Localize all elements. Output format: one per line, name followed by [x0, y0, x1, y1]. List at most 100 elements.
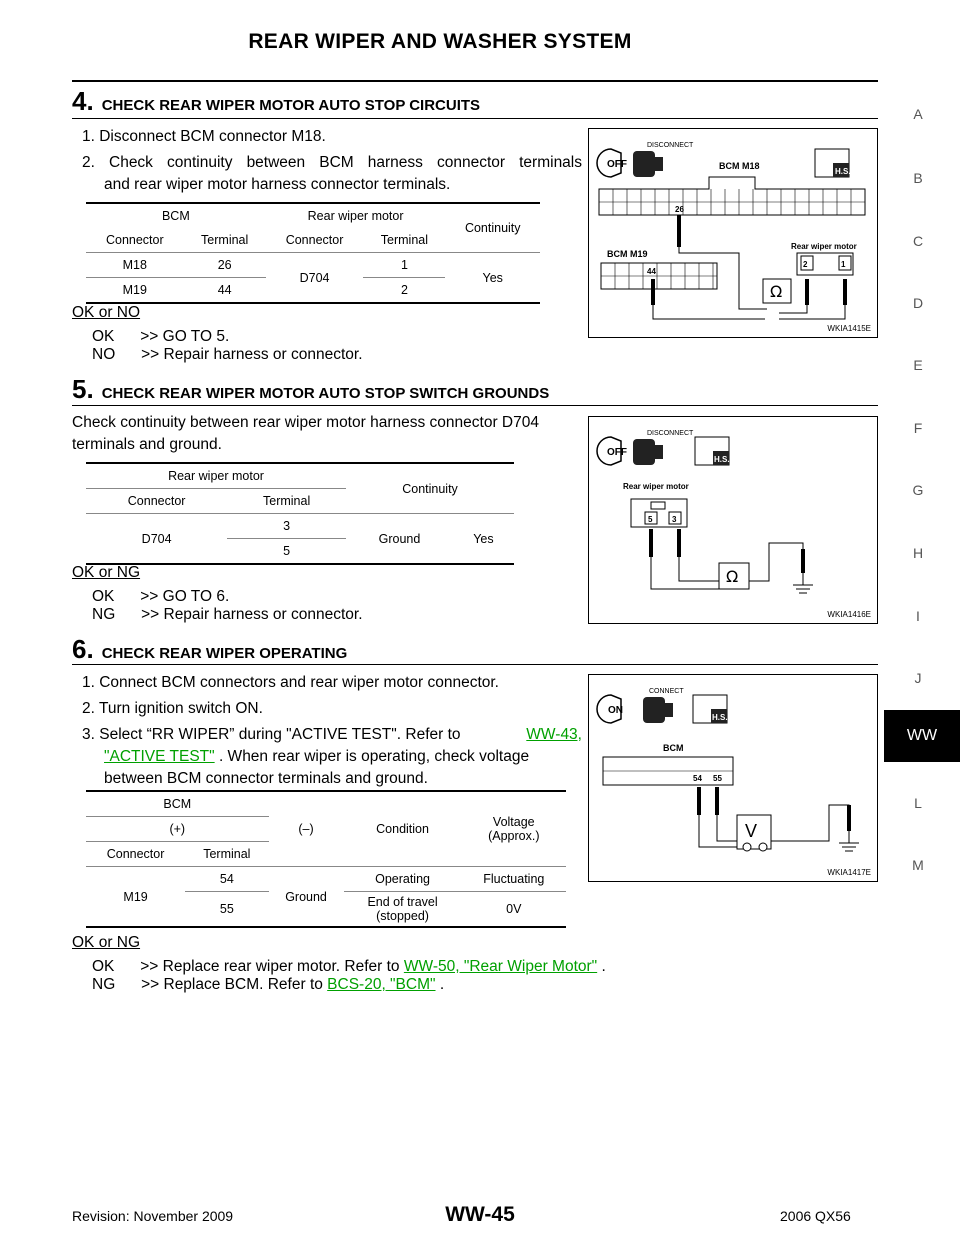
- figure-id: WKIA1416E: [827, 610, 871, 619]
- table-cell: Ground: [285, 889, 327, 904]
- instruction: 3. Select “RR WIPER” during "ACTIVE TEST…: [82, 726, 461, 743]
- table-cell: 55: [219, 902, 234, 916]
- table-cell: Operating: [375, 872, 430, 886]
- hs-icon: H.S.: [694, 436, 730, 466]
- off-icon: OFF: [596, 148, 627, 178]
- table-header: Continuity: [464, 221, 521, 235]
- table-header: Terminal: [380, 233, 429, 247]
- voltage-unit: (Approx.): [488, 829, 540, 843]
- index-e[interactable]: E: [913, 357, 923, 373]
- active-test-link[interactable]: "ACTIVE TEST": [104, 748, 215, 765]
- svg-text:Rear wiper motor: Rear wiper motor: [623, 482, 689, 491]
- svg-text:DISCONNECT: DISCONNECT: [647, 430, 694, 437]
- ng-text: NG >> Replace BCM. Refer to: [92, 976, 328, 993]
- index-m[interactable]: M: [912, 857, 924, 873]
- step-number: 5.: [72, 374, 94, 404]
- ok-or-ng-label: OK or NG: [72, 934, 141, 951]
- instruction-cont: between BCM connector terminals and grou…: [104, 770, 428, 787]
- table-header: Terminal: [203, 847, 251, 861]
- instruction-cont: . When rear wiper is operating, check vo…: [214, 748, 530, 765]
- index-d[interactable]: D: [912, 295, 924, 311]
- table-cell: Ground: [378, 531, 421, 546]
- table-header: Continuity: [402, 481, 458, 496]
- ww-43-link[interactable]: WW-43,: [526, 726, 582, 743]
- svg-text:H.S.: H.S.: [835, 167, 851, 176]
- table-header: Condition: [376, 822, 429, 836]
- table-cell: Yes: [482, 270, 503, 285]
- voltage-header: Voltage: [492, 815, 535, 829]
- svg-text:BCM M19: BCM M19: [607, 249, 648, 259]
- svg-text:3: 3: [672, 515, 677, 524]
- table-header: Rear wiper motor: [168, 469, 264, 483]
- ok-or-ng-label: OK or NO: [72, 304, 141, 321]
- ok-or-ng-label: OK or NG: [72, 564, 141, 581]
- index-a[interactable]: A: [913, 106, 923, 122]
- svg-text:Ω: Ω: [726, 567, 738, 586]
- instruction: 2. Check continuity between BCM harness …: [82, 154, 582, 171]
- table-cell: Yes: [473, 531, 494, 546]
- ground-icon: [839, 831, 859, 852]
- svg-text:5: 5: [648, 515, 653, 524]
- ok-result: OK >> GO TO 5.: [92, 328, 230, 345]
- index-g[interactable]: G: [912, 482, 924, 498]
- table-cell: End of travel(stopped): [344, 892, 462, 928]
- table-cell: 3: [283, 519, 291, 533]
- table-header: Terminal: [263, 494, 311, 508]
- svg-text:ON: ON: [608, 705, 623, 716]
- wiring-diagram: ON CONNECT H.S. BCM 54 55 V: [596, 688, 859, 852]
- svg-text:44: 44: [647, 267, 656, 276]
- hs-icon: H.S.: [692, 694, 728, 724]
- figure-id: WKIA1415E: [827, 324, 871, 333]
- section-index: A B C D E F G H I J L M: [888, 0, 948, 1242]
- svg-text:54: 54: [693, 774, 702, 783]
- instruction-cont: terminals and ground.: [72, 436, 222, 453]
- on-icon: ON: [596, 694, 623, 724]
- wiring-diagram: OFF DISCONNECT H.S. Rear wiper motor 5 3…: [596, 430, 813, 594]
- figure-wkia1416e: OFF DISCONNECT H.S. Rear wiper motor 5 3…: [588, 416, 878, 624]
- instruction-line: 3. Select “RR WIPER” during "ACTIVE TEST…: [82, 724, 582, 746]
- step-number: 4.: [72, 86, 94, 116]
- model-year: 2006 QX56: [780, 1208, 851, 1224]
- index-b[interactable]: B: [913, 170, 923, 186]
- index-i[interactable]: I: [916, 608, 920, 624]
- ng-result: NG >> Replace BCM. Refer to BCS-20, "BCM…: [92, 974, 444, 996]
- svg-text:V: V: [745, 821, 757, 841]
- svg-text:55: 55: [713, 774, 722, 783]
- hs-icon: H.S.: [814, 148, 851, 178]
- svg-text:BCM M18: BCM M18: [719, 161, 760, 171]
- step-rule: [72, 405, 878, 406]
- svg-text:26: 26: [675, 205, 684, 214]
- table-header: Rear wiper motor: [307, 209, 404, 223]
- table-header: (+): [169, 822, 186, 836]
- ww-50-link[interactable]: WW-50, "Rear Wiper Motor": [403, 958, 598, 975]
- index-h[interactable]: H: [912, 545, 924, 561]
- instruction: Check continuity between rear wiper moto…: [72, 414, 539, 431]
- index-ww-active[interactable]: WW: [884, 710, 960, 762]
- wiring-diagram: OFF DISCONNECT H.S. BCM M18 26 BCM M19 4…: [596, 142, 866, 320]
- table-header: Connector: [285, 233, 344, 247]
- off-icon: OFF: [596, 436, 627, 466]
- page-number: WW-45: [445, 1203, 515, 1226]
- table-cell: M18: [122, 258, 147, 272]
- bcs-20-link[interactable]: BCS-20, "BCM": [327, 976, 436, 993]
- ok-text: OK >> Replace rear wiper motor. Refer to: [92, 958, 404, 975]
- connector-icon: [633, 151, 663, 177]
- instruction-line: "ACTIVE TEST" . When rear wiper is opera…: [82, 746, 582, 768]
- table-header: (–): [298, 822, 314, 836]
- table-cell: M19: [122, 283, 147, 297]
- svg-text:CONNECT: CONNECT: [649, 688, 684, 695]
- continuity-table: Rear wiper motor Continuity Connector Te…: [86, 462, 514, 565]
- index-l[interactable]: L: [914, 795, 922, 811]
- ok-result: OK >> Replace rear wiper motor. Refer to…: [92, 956, 606, 978]
- index-j[interactable]: J: [914, 670, 922, 686]
- figure-wkia1417e: ON CONNECT H.S. BCM 54 55 V WKIA1417E: [588, 674, 878, 882]
- step-rule: [72, 118, 878, 119]
- step-5-instructions: Check continuity between rear wiper moto…: [72, 412, 539, 456]
- step-4-instructions: 1. Disconnect BCM connector M18. 2. Chec…: [82, 126, 582, 196]
- table-header: BCM: [163, 797, 192, 811]
- table-cell: D704: [299, 270, 330, 285]
- index-c[interactable]: C: [912, 233, 924, 249]
- step-6-instructions: 1. Connect BCM connectors and rear wiper…: [82, 672, 582, 790]
- index-f[interactable]: F: [913, 420, 923, 436]
- table-header: Voltage(Approx.): [462, 791, 566, 867]
